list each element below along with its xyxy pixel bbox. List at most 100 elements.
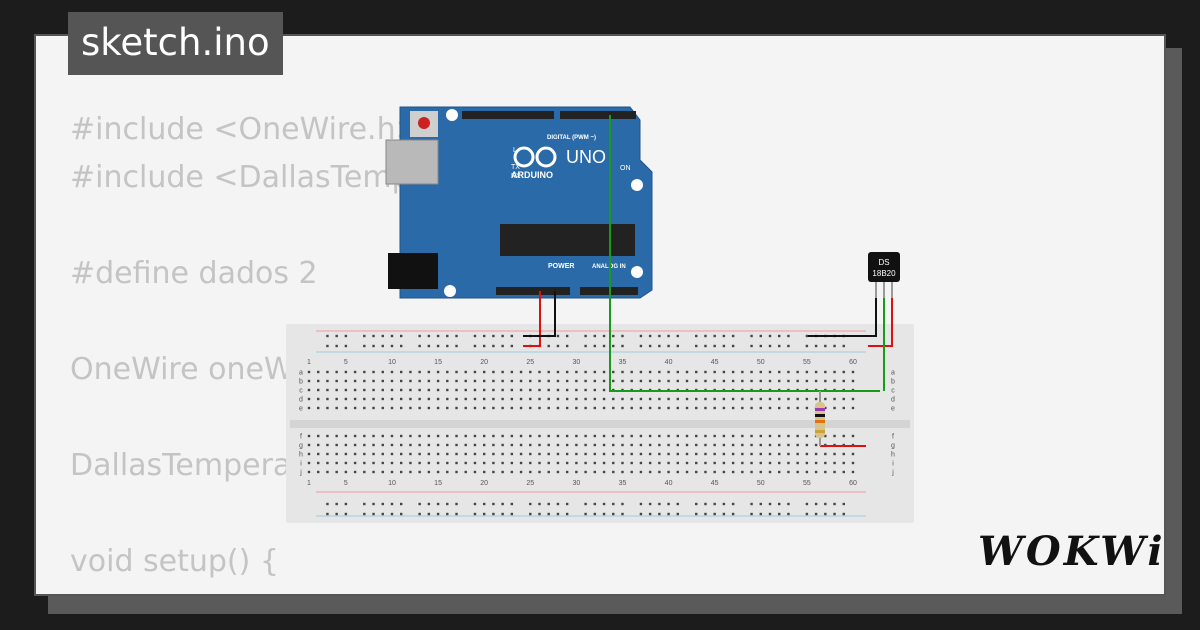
breadboard-hole — [492, 344, 495, 348]
breadboard-hole — [722, 452, 726, 456]
breadboard-hole — [778, 334, 781, 338]
breadboard-hole — [676, 434, 679, 438]
breadboard-hole — [510, 379, 514, 383]
wires[interactable] — [523, 115, 893, 447]
sensor-label-bottom: 18B20 — [872, 269, 896, 278]
breadboard-hole — [648, 502, 652, 506]
breadboard-hole — [612, 452, 615, 456]
breadboard-hole — [510, 443, 514, 447]
breadboard-hole — [575, 452, 578, 456]
breadboard-hole — [621, 461, 624, 465]
breadboard-hole — [381, 397, 384, 401]
breadboard-hole — [436, 470, 440, 474]
row-letter: e — [299, 406, 303, 413]
breadboard-hole — [482, 502, 486, 506]
breadboard-hole — [648, 406, 652, 410]
reset-button[interactable] — [418, 117, 430, 129]
breadboard-hole — [436, 397, 440, 401]
row-letter: h — [891, 452, 895, 459]
breadboard-hole — [676, 406, 679, 410]
breadboard-hole — [778, 452, 781, 456]
breadboard-hole — [796, 452, 799, 456]
breadboard-hole — [639, 443, 643, 447]
row-letter: j — [299, 470, 302, 477]
breadboard-hole — [492, 388, 495, 392]
ds18b20-sensor[interactable]: DS 18B20 — [868, 252, 900, 298]
breadboard-hole — [547, 397, 550, 401]
breadboard-hole — [372, 502, 375, 506]
breadboard-hole — [630, 452, 633, 456]
breadboard-hole — [492, 379, 495, 383]
breadboard-hole — [446, 434, 449, 438]
breadboard-hole — [759, 470, 762, 474]
breadboard-hole — [519, 443, 523, 447]
breadboard-hole — [676, 461, 679, 465]
breadboard-hole — [510, 344, 514, 348]
breadboard-hole — [326, 434, 329, 438]
breadboard-hole — [658, 379, 661, 383]
column-number: 25 — [526, 480, 534, 487]
breadboard-hole — [427, 388, 431, 392]
breadboard-hole — [344, 370, 348, 374]
breadboard-hole — [344, 470, 348, 474]
breadboard-hole — [833, 397, 836, 401]
breadboard-hole — [759, 502, 762, 506]
breadboard-hole — [326, 512, 329, 516]
breadboard-hole — [768, 461, 772, 465]
breadboard-hole — [492, 461, 495, 465]
breadboard-hole — [565, 452, 569, 456]
breadboard-hole — [501, 434, 504, 438]
breadboard-hole — [704, 452, 707, 456]
breadboard-hole — [529, 370, 532, 374]
breadboard-hole — [648, 461, 652, 465]
breadboard-hole — [510, 397, 514, 401]
code-line: #define dados 2 — [70, 256, 318, 291]
breadboard-hole — [787, 397, 790, 401]
breadboard-hole — [390, 452, 394, 456]
breadboard-hole — [390, 470, 394, 474]
breadboard-hole — [538, 406, 541, 410]
breadboard-hole — [538, 512, 541, 516]
pullup-resistor[interactable] — [815, 391, 825, 446]
column-number: 30 — [572, 359, 580, 366]
breadboard-hole — [676, 470, 679, 474]
column-number: 15 — [434, 480, 442, 487]
breadboard-hole — [695, 512, 698, 516]
breadboard-hole — [630, 397, 633, 401]
breadboard-hole — [602, 443, 606, 447]
breadboard-hole — [344, 434, 348, 438]
breadboard-hole — [778, 370, 781, 374]
breadboard-hole — [390, 334, 394, 338]
breadboard-hole — [344, 512, 348, 516]
breadboard-hole — [713, 397, 716, 401]
breadboard-hole — [824, 434, 827, 438]
breadboard-hole — [851, 434, 855, 438]
breadboard-hole — [741, 379, 744, 383]
breadboard-hole — [722, 397, 726, 401]
breadboard-hole — [446, 334, 449, 338]
breadboard-hole — [796, 461, 799, 465]
breadboard-hole — [344, 406, 348, 410]
breadboard-hole — [593, 434, 597, 438]
arduino-label: ARDUINO — [511, 170, 553, 180]
breadboard-hole — [446, 443, 449, 447]
breadboard-hole — [501, 370, 504, 374]
breadboard-hole — [427, 502, 431, 506]
breadboard-hole — [363, 461, 366, 465]
breadboard-hole — [814, 379, 818, 383]
column-number: 20 — [480, 480, 488, 487]
breadboard-hole — [824, 470, 827, 474]
breadboard-hole — [602, 470, 606, 474]
wire-sensor-gnd — [808, 298, 877, 337]
breadboard-hole — [353, 388, 357, 392]
arduino-uno-board[interactable]: UNO ARDUINO DIGITAL (PWM ~) POWER ANALOG… — [385, 106, 653, 299]
breadboard-hole — [658, 344, 661, 348]
breadboard-hole — [639, 502, 643, 506]
breadboard-hole — [667, 334, 670, 338]
breadboard-hole — [372, 397, 375, 401]
breadboard-hole — [381, 512, 384, 516]
breadboard-hole — [741, 461, 744, 465]
breadboard-hole — [538, 461, 541, 465]
breadboard-hole — [473, 344, 477, 348]
breadboard-hole — [400, 461, 403, 465]
